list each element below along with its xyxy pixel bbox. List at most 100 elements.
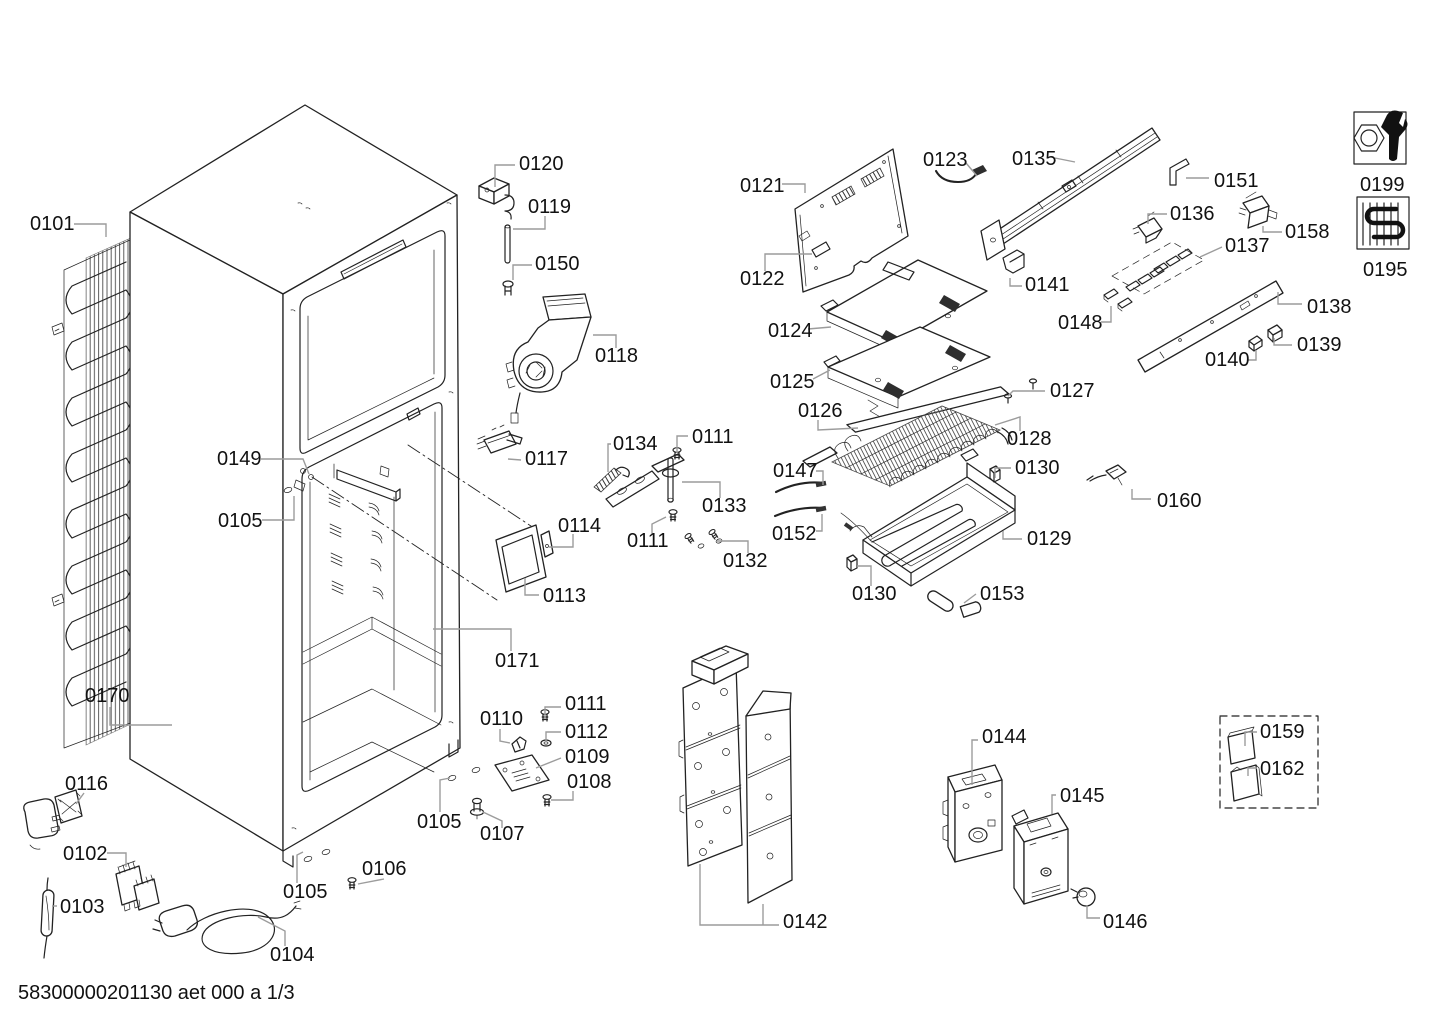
part-label-0130-60: 0130 <box>852 583 897 605</box>
part-label-0116-17: 0116 <box>65 773 108 795</box>
part-label-0195-47: 0195 <box>1363 259 1408 281</box>
base-plate-0109 <box>494 754 550 792</box>
leader-0122-37 <box>764 253 812 271</box>
part-label-0118-4: 0118 <box>595 345 638 367</box>
shelf-panel-0125 <box>823 326 991 409</box>
part-label-0106-22: 0106 <box>362 858 407 880</box>
leader-0119-2 <box>513 216 546 230</box>
panel-0142-b <box>745 690 793 904</box>
leader-0116-17 <box>75 792 85 805</box>
leader-0128-55 <box>994 416 1021 431</box>
part-label-0110-23: 0110 <box>480 708 523 730</box>
switch-0158 <box>1238 191 1278 229</box>
part-label-0171-15: 0171 <box>495 650 540 672</box>
leader-0104-20 <box>257 916 286 946</box>
leader-0130-60 <box>857 565 872 586</box>
part-label-0119-2: 0119 <box>528 196 571 218</box>
power-cord-0104 <box>152 900 302 955</box>
leader-0130-56 <box>994 467 1011 478</box>
part-label-0126-53: 0126 <box>798 400 843 422</box>
part-label-0125-52: 0125 <box>770 371 815 393</box>
valve-0116 <box>23 789 83 850</box>
part-label-0148-41: 0148 <box>1058 312 1103 334</box>
drip-tray-0129 <box>840 448 1016 587</box>
part-label-0101-0: 0101 <box>30 213 75 235</box>
part-label-0136-43: 0136 <box>1170 203 1215 225</box>
leader-0118-4 <box>593 334 617 348</box>
leader-0138-48 <box>1277 292 1302 305</box>
part-label-0102-18: 0102 <box>63 843 108 865</box>
part-label-0108-27: 0108 <box>567 771 612 793</box>
leader-0126-53 <box>817 420 859 431</box>
clip-kit-0137 <box>1111 241 1205 295</box>
cabinet <box>129 104 538 868</box>
switch-0117 <box>476 424 523 454</box>
screw-set-0132 <box>683 527 723 549</box>
leader-0159-34 <box>1244 731 1257 746</box>
leader-0102-18 <box>107 852 127 867</box>
panel-0142-a <box>678 645 749 867</box>
screw-0111-b <box>668 509 678 522</box>
leader-0111-24 <box>544 706 561 719</box>
part-label-0152-58: 0152 <box>772 523 817 545</box>
leader-0170-16 <box>109 707 172 726</box>
fan-assembly-0118 <box>505 293 592 424</box>
connector-0136 <box>1132 211 1163 244</box>
leader-0107-29 <box>482 811 503 828</box>
footer-code: 58300000201130 aet 000 a 1/3 <box>18 982 295 1004</box>
leader-0113-12 <box>524 578 539 596</box>
leader-0111-7 <box>676 435 688 453</box>
hinge-pin-parts <box>283 468 314 493</box>
clips-0148 <box>1103 288 1133 312</box>
kit-0159-0162 <box>1219 715 1319 809</box>
leader-0135-39 <box>1054 157 1076 163</box>
leader-0121-36 <box>782 183 806 193</box>
clip-0140 <box>1248 335 1263 352</box>
screws-0127 <box>1003 378 1038 404</box>
dryer-0103 <box>40 877 55 959</box>
leader-0150-3 <box>512 264 532 280</box>
leader-0142-30 <box>699 864 779 926</box>
part-label-0158-45: 0158 <box>1285 221 1330 243</box>
leader-0137-44 <box>1199 246 1223 258</box>
part-label-0111-24: 0111 <box>565 693 607 715</box>
leader-0139-49 <box>1273 338 1292 346</box>
leader-0133-8 <box>682 481 721 498</box>
part-label-0120-1: 0120 <box>519 153 564 175</box>
part-label-0127-54: 0127 <box>1050 380 1095 402</box>
clip-0141 <box>1002 249 1025 274</box>
part-label-0117-5: 0117 <box>525 448 568 470</box>
leader-0109-26 <box>535 757 562 769</box>
leader-0162-35 <box>1247 767 1257 776</box>
rear-panel-0121 <box>794 148 909 293</box>
sensor-0160 <box>1086 464 1127 486</box>
display-frame-0113 <box>495 524 547 593</box>
heater-coil-icon <box>1356 196 1410 250</box>
wire-0152 <box>773 505 827 518</box>
condenser-panel <box>51 236 134 749</box>
wire-0147 <box>774 480 827 494</box>
part-label-0122-37: 0122 <box>740 268 785 290</box>
part-label-0170-16: 0170 <box>85 685 130 707</box>
leader-0110-23 <box>499 729 511 744</box>
leader-0152-58 <box>816 514 823 532</box>
leader-0146-33 <box>1086 905 1100 919</box>
leader-0125-52 <box>812 369 831 380</box>
part-label-0109-26: 0109 <box>565 746 610 768</box>
leader-0134-6 <box>607 443 611 472</box>
box-0144 <box>942 764 1003 863</box>
leader-0144-31 <box>971 739 978 785</box>
part-label-0121-36: 0121 <box>740 175 785 197</box>
part-label-0147-57: 0147 <box>773 460 818 482</box>
hinge-arm-0133 <box>605 453 685 508</box>
part-label-0159-34: 0159 <box>1260 721 1305 743</box>
part-label-0160-62: 0160 <box>1157 490 1202 512</box>
part-label-0162-35: 0162 <box>1260 758 1305 780</box>
leader-0136-43 <box>1147 213 1167 224</box>
fridge-opening-liner <box>301 402 443 792</box>
part-label-0105-21: 0105 <box>283 881 328 903</box>
knob-0146 <box>1070 887 1096 907</box>
